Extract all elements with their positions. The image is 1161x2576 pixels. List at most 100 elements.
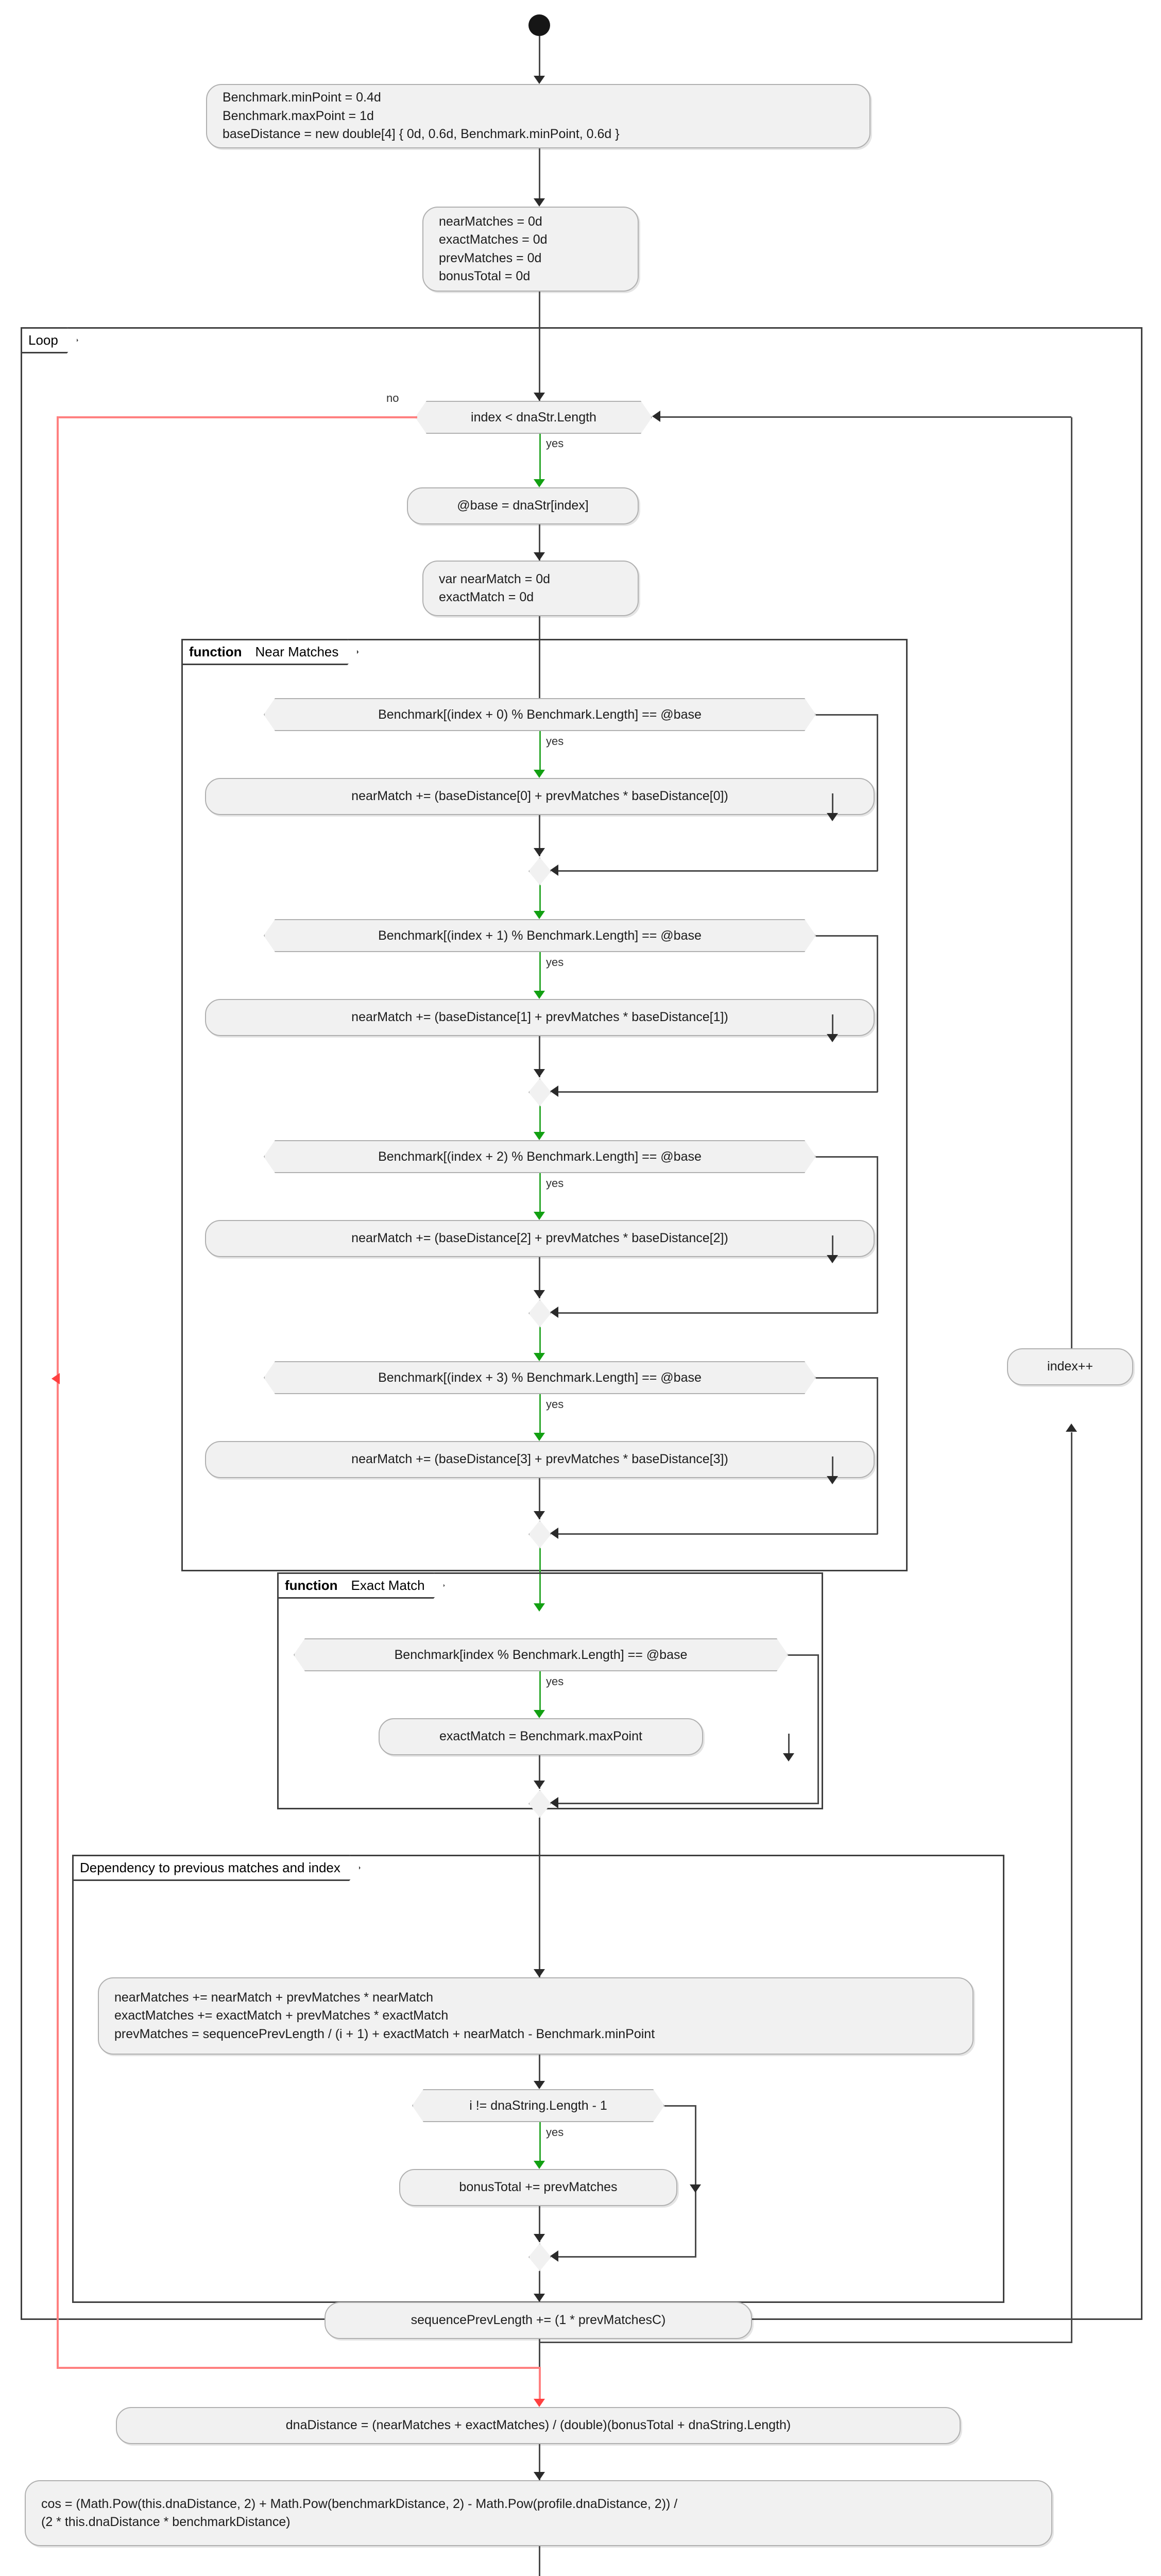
edge-skip-2-h1: [816, 1156, 878, 1158]
arrowhead-down-green: [534, 911, 545, 919]
edge-skip-3-h1: [816, 1377, 878, 1379]
arrowhead-down: [827, 1255, 838, 1263]
arrowhead-left: [550, 1307, 558, 1318]
edge-skip-1-h2: [556, 1091, 878, 1093]
edge-yes-to-readbase: [539, 434, 541, 484]
activity-near-match-3: nearMatch += (baseDistance[3] + prevMatc…: [205, 1441, 875, 1478]
edge-exact-to-merge: [539, 1755, 540, 1789]
edge-skip-1-v: [877, 935, 878, 1092]
edge-label-yes: yes: [546, 1398, 564, 1411]
edge-skip-1-stub: [832, 1014, 833, 1038]
edge-exactmatch-to-dependency: [539, 1818, 540, 1977]
arrowhead-down: [534, 1969, 545, 1977]
arrowhead-down-green: [534, 1433, 545, 1441]
edge-yes-2: [539, 1173, 541, 1217]
edge-cos-to-d: [539, 2546, 540, 2576]
edge-init-to-counters: [539, 148, 540, 202]
arrowhead-down: [827, 1034, 838, 1042]
edge-merge2-to-cond3: [539, 1327, 541, 1358]
edge-skip-exact-stub: [788, 1734, 790, 1757]
arrowhead-down-green: [534, 1132, 545, 1140]
activity-index-increment: index++: [1007, 1348, 1133, 1385]
edge-skip-bonus-h1: [664, 2105, 696, 2107]
arrowhead-down: [534, 848, 545, 856]
edge-label-yes: yes: [546, 2126, 564, 2139]
edge-action-1-to-merge: [539, 1036, 540, 1077]
edge-initvars-to-nearmatches: [539, 616, 540, 713]
edge-label-no: no: [386, 392, 399, 404]
arrowhead-down: [534, 1511, 545, 1519]
edge-skip-1-h1: [816, 935, 878, 937]
arrowhead-down-green: [534, 1212, 545, 1220]
edge-index-up-to-loopcond: [1071, 417, 1072, 1348]
decision-loop-condition: index < dnaStr.Length: [415, 401, 652, 434]
arrowhead-down: [827, 1476, 838, 1484]
edge-loopback-h-bottom: [539, 2342, 1072, 2343]
decision-near-match-1: Benchmark[(index + 1) % Benchmark.Length…: [264, 919, 816, 952]
arrowhead-left: [550, 1797, 558, 1808]
partition-loop-title: Loop: [21, 327, 78, 353]
arrowhead-down: [534, 552, 545, 561]
edge-skip-2-h2: [556, 1312, 878, 1314]
arrowhead-down: [534, 2472, 545, 2480]
edge-start-to-init: [539, 36, 540, 80]
activity-init-benchmark: Benchmark.minPoint = 0.4d Benchmark.maxP…: [206, 84, 870, 148]
edge-skip-3-h2: [556, 1533, 878, 1535]
edge-skip-0-v: [877, 714, 878, 871]
arrowhead-down: [783, 1753, 794, 1761]
edge-no-drop: [539, 2367, 541, 2403]
decision-exact-match: Benchmark[index % Benchmark.Length] == @…: [294, 1638, 788, 1671]
arrowhead-down-green: [534, 1353, 545, 1361]
edge-loopback-v-right: [1071, 1432, 1072, 2343]
edge-skip-bonus-h2: [556, 2256, 696, 2258]
edge-skip-exact-h2: [556, 1803, 819, 1804]
edge-seqprev-down: [539, 2339, 540, 2367]
arrowhead-left-red: [52, 1373, 60, 1384]
edge-counters-to-loopcond: [539, 292, 540, 402]
edge-readbase-to-initvars: [539, 524, 540, 561]
arrowhead-down-green: [534, 770, 545, 778]
partition-dependency-title: Dependency to previous matches and index: [72, 1855, 361, 1881]
edge-action-3-to-merge: [539, 1478, 540, 1519]
edge-action-0-to-merge: [539, 815, 540, 856]
activity-near-match-1: nearMatch += (baseDistance[1] + prevMatc…: [205, 999, 875, 1036]
edge-label-yes: yes: [546, 735, 564, 748]
edge-yes-exact: [539, 1671, 541, 1715]
edge-skip-0-h1: [816, 714, 878, 716]
activity-near-match-0: nearMatch += (baseDistance[0] + prevMatc…: [205, 778, 875, 815]
arrowhead-up: [1066, 1423, 1077, 1432]
activity-bonus-total: bonusTotal += prevMatches: [399, 2169, 677, 2206]
arrowhead-down: [534, 198, 545, 207]
edge-skip-0-h2: [556, 870, 878, 872]
edge-label-yes: yes: [546, 1177, 564, 1190]
arrowhead-down: [690, 2184, 701, 2193]
edge-yes-1: [539, 952, 541, 996]
partition-dependency: Dependency to previous matches and index: [72, 1855, 1004, 2303]
edge-bonus-to-merge: [539, 2206, 540, 2242]
edge-skip-2-stub: [832, 1235, 833, 1259]
arrowhead-left: [550, 1086, 558, 1097]
arrowhead-down: [534, 2234, 545, 2242]
edge-index-back-to-cond: [659, 416, 1071, 418]
edge-no-horizontal: [57, 416, 417, 418]
arrowhead-down: [534, 1781, 545, 1789]
activity-init-match-vars: var nearMatch = 0d exactMatch = 0d: [422, 561, 639, 616]
arrowhead-down: [534, 1069, 545, 1077]
arrowhead-down-green: [534, 991, 545, 999]
edge-skip-0-stub: [832, 793, 833, 817]
edge-skip-exact-h1: [788, 1654, 819, 1656]
edge-merge-to-seqprev: [539, 2271, 540, 2302]
arrowhead-down: [534, 2081, 545, 2089]
arrowhead-down: [827, 813, 838, 821]
activity-sequence-prev-length: sequencePrevLength += (1 * prevMatchesC): [325, 2302, 752, 2339]
arrowhead-down-green: [534, 2161, 545, 2169]
edge-skip-bonus-v: [695, 2105, 696, 2257]
decision-bonus-condition: i != dnaString.Length - 1: [412, 2089, 664, 2122]
activity-dependency-assignments: nearMatches += nearMatch + prevMatches *…: [98, 1977, 974, 2055]
arrowhead-down-green: [534, 1603, 545, 1612]
arrowhead-down: [534, 1290, 545, 1298]
